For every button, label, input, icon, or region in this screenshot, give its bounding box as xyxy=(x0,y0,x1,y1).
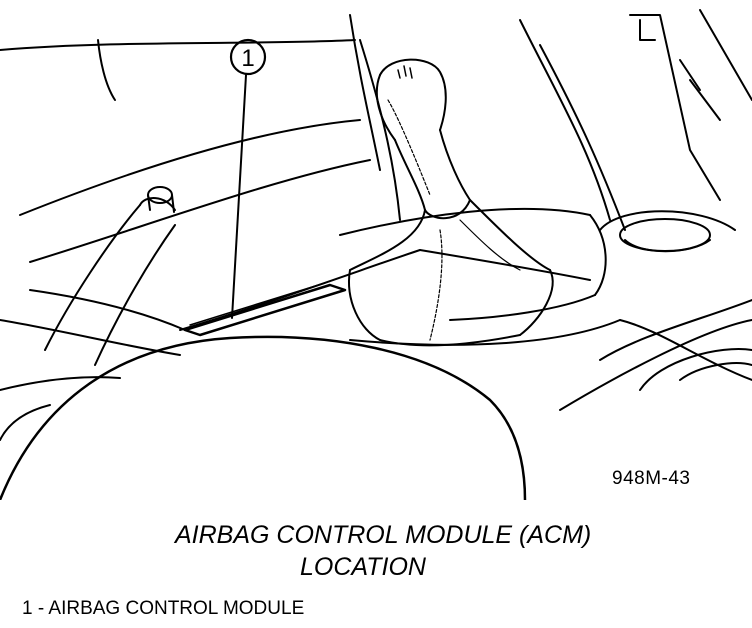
vehicle-console-illustration xyxy=(0,9,752,500)
gear-shift-lever xyxy=(375,58,471,220)
figure-caption-line2: LOCATION xyxy=(300,553,426,581)
cupholder-upper xyxy=(599,210,736,253)
figure-caption-line1: AIRBAG CONTROL MODULE (ACM) xyxy=(175,521,592,549)
seat-cushion xyxy=(0,335,527,500)
shift-boot xyxy=(348,199,554,347)
callout-1 xyxy=(229,38,267,319)
legend-item: 1 - AIRBAG CONTROL MODULE xyxy=(22,598,305,619)
cupholder-lower xyxy=(559,299,752,411)
airbag-control-module xyxy=(183,282,347,337)
parking-brake-lever xyxy=(44,186,176,366)
dashboard-lines xyxy=(0,9,752,263)
callout-number: 1 xyxy=(241,45,255,72)
figure-code: 948M-43 xyxy=(612,468,691,489)
